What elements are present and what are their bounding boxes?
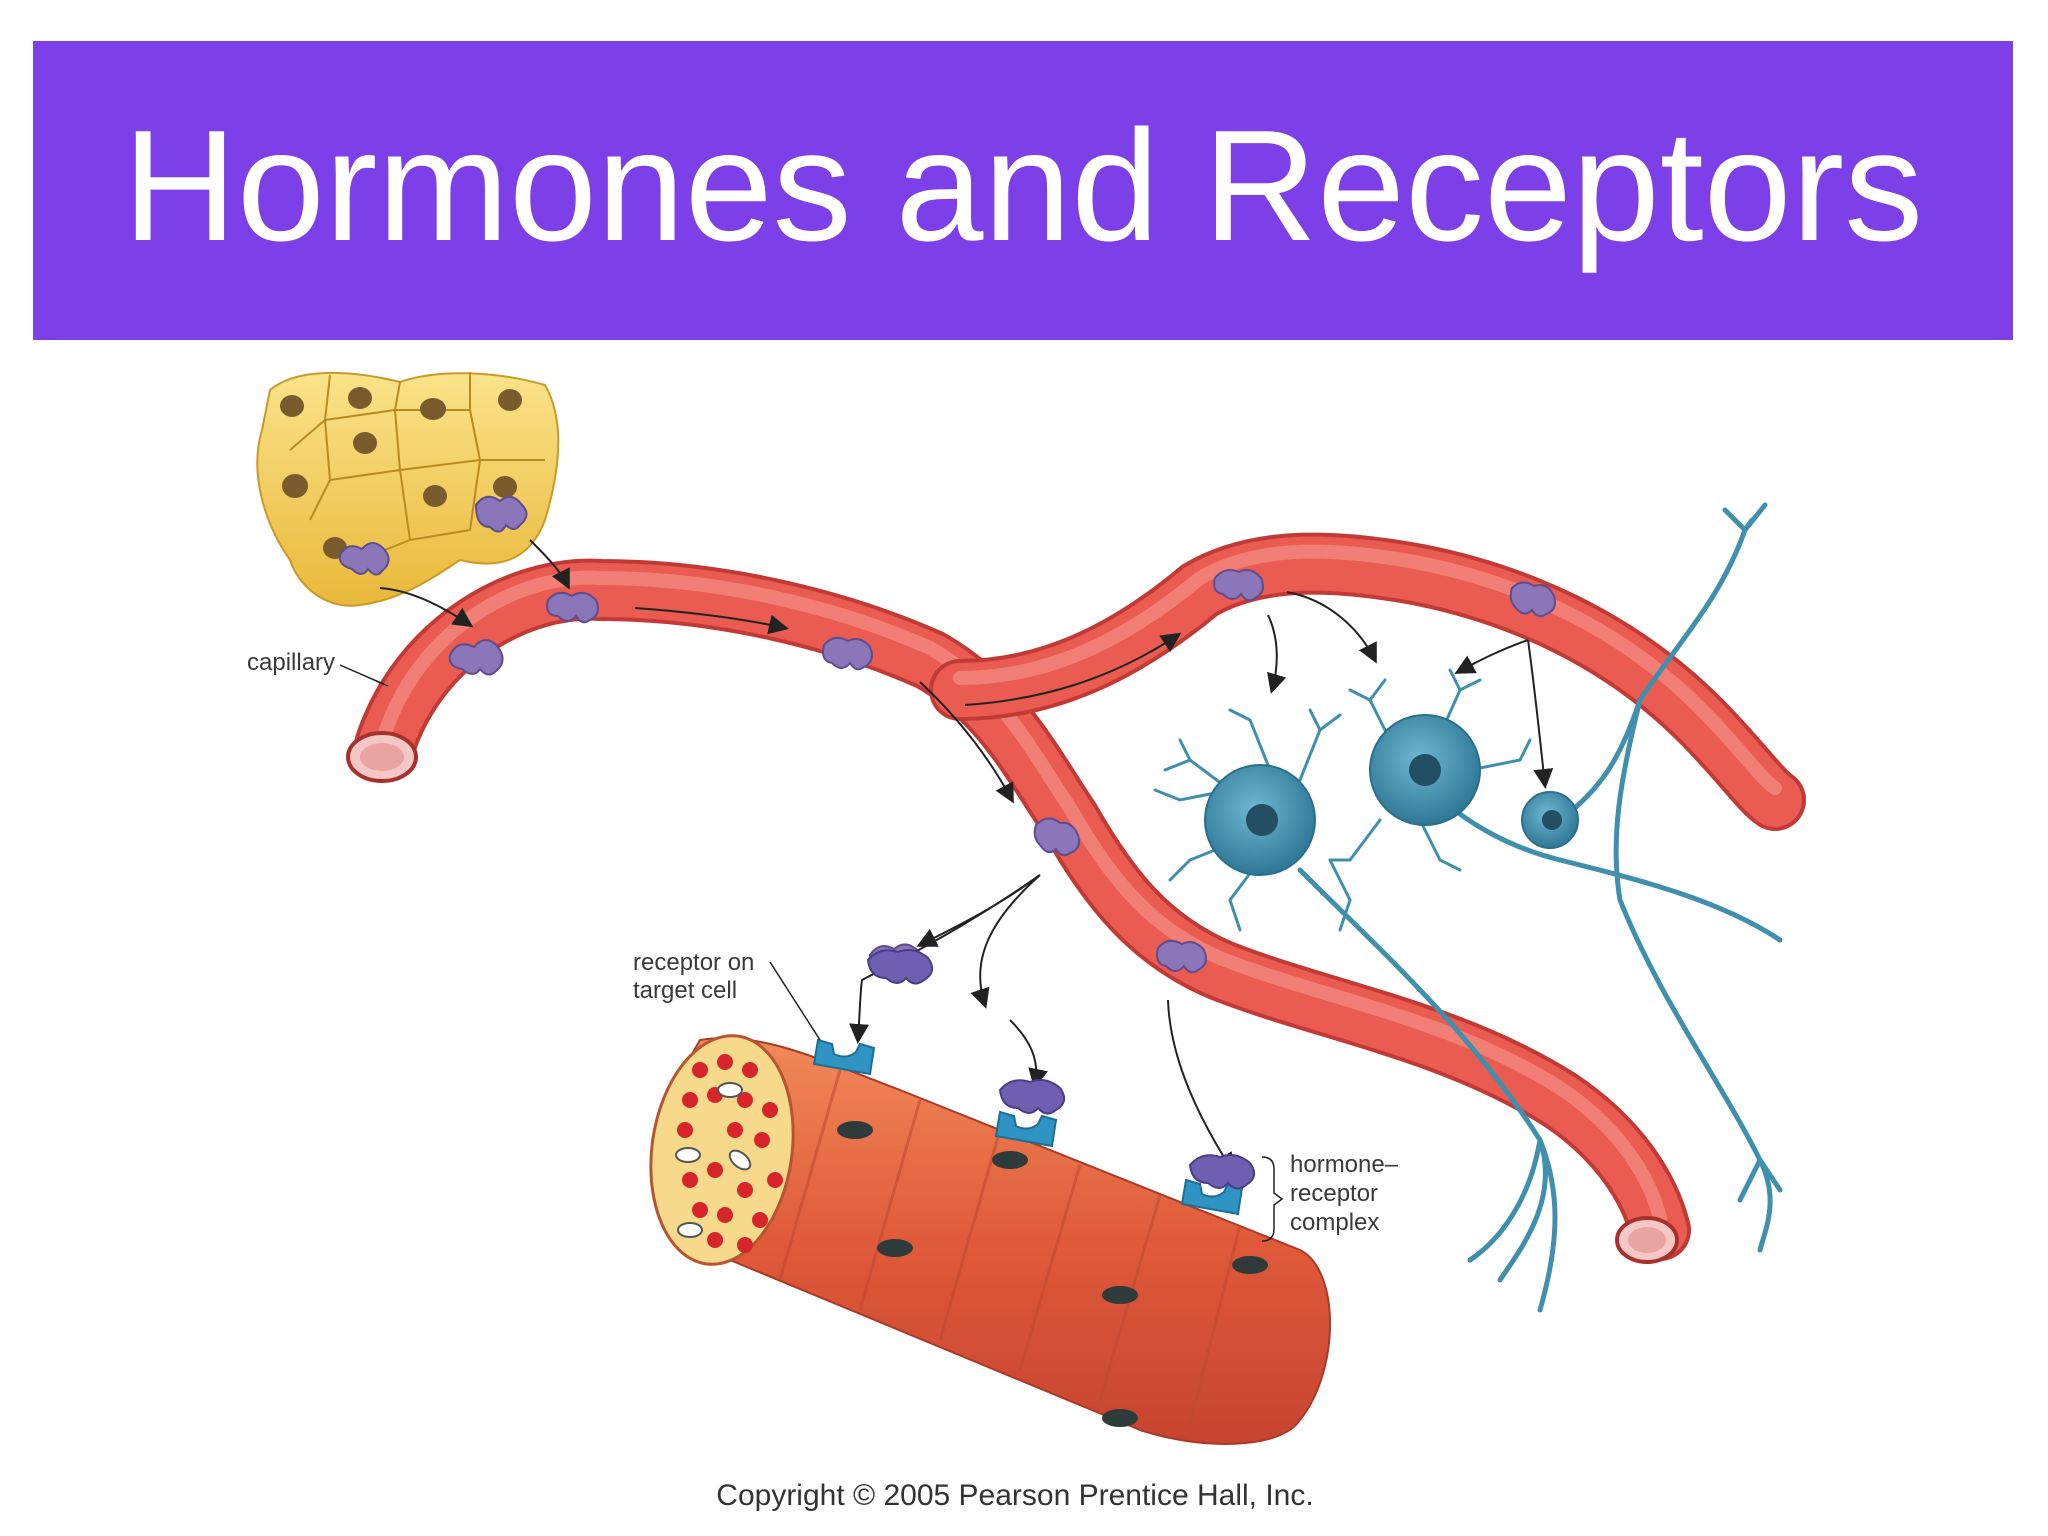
hormone-molecule [474,495,528,533]
receptor-label-line1: receptor on [633,949,754,976]
hormone-molecule [338,542,390,576]
receptor [812,1038,876,1076]
flow-arrows [379,539,1554,1174]
complex-label-line2: receptor [1290,1180,1378,1207]
title-banner: Hormones and Receptors [33,41,2013,340]
capillary-label: capillary [247,649,335,676]
receptor [1180,1178,1244,1216]
capillary [346,532,1806,1264]
gland-cell-cluster [256,371,560,607]
free-hormone [866,949,934,985]
receptor [994,1110,1058,1148]
muscle-fiber-target-cell [649,949,1331,1445]
nerve-cells [1153,502,1783,1313]
complex-label-line1: hormone– [1290,1151,1399,1178]
hormone-receptor-complex [998,1079,1066,1115]
copyright-notice: Copyright © 2005 Pearson Prentice Hall, … [716,1479,1313,1512]
slide-title: Hormones and Receptors [122,97,1924,274]
hormone-receptor-complex [1188,1154,1256,1190]
receptor-label-line2: target cell [633,977,737,1004]
diagram-labels: capillary receptor on target cell hormon… [247,649,1399,1512]
complex-label-line3: complex [1290,1209,1379,1236]
